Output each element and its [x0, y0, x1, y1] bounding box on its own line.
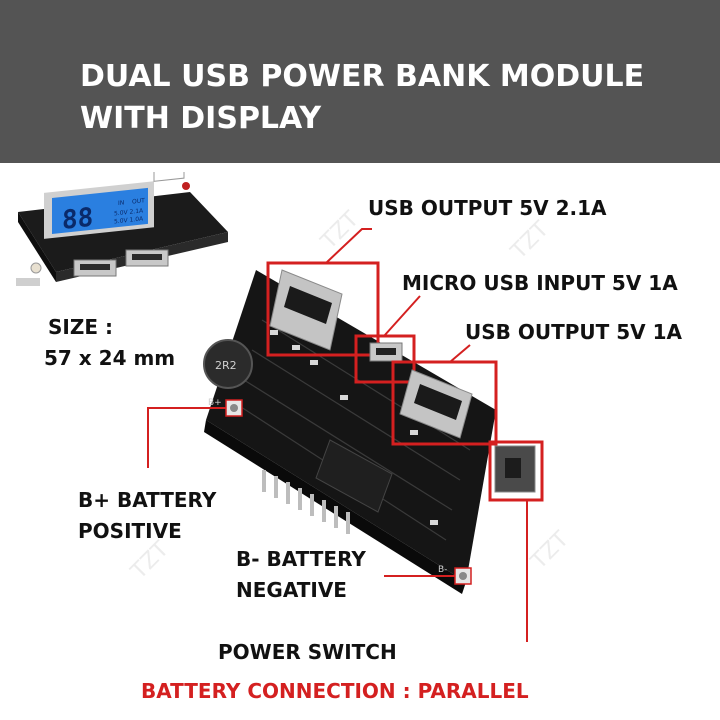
lcd-volt-1: 5.0V 2.1A: [114, 207, 144, 217]
usb-1a-highlight: [391, 360, 498, 446]
label-b-plus-line1: B+ BATTERY: [78, 488, 217, 512]
label-b-minus-line2: NEGATIVE: [236, 578, 347, 602]
b-plus-marking: B+: [208, 398, 222, 408]
lcd-out: OUT: [132, 197, 145, 205]
lcd-digits: 88: [62, 203, 93, 236]
label-b-minus-line1: B- BATTERY: [236, 547, 366, 571]
lcd-volt-2: 5.0V 1.0A: [114, 215, 144, 225]
usb-port-2-1a: [269, 269, 343, 351]
power-bank-board-image: 2R2 B+ B-: [126, 207, 574, 642]
size-label: SIZE :: [48, 315, 113, 339]
svg-text:TZT: TZT: [316, 207, 364, 255]
title-line-1: DUAL USB POWER BANK MODULE: [80, 59, 645, 94]
power-switch-part: [494, 445, 536, 493]
usb-2-1a-highlight: [266, 261, 380, 357]
usb-port-1a: [399, 369, 473, 439]
label-usb-output-1a: USB OUTPUT 5V 1A: [465, 320, 682, 344]
lcd-in: IN: [118, 199, 124, 207]
micro-usb-port: [369, 342, 403, 362]
inductor-marking: 2R2: [215, 359, 237, 372]
label-micro-usb-input: MICRO USB INPUT 5V 1A: [402, 271, 678, 295]
label-power-switch: POWER SWITCH: [218, 640, 397, 664]
header-banner: DUAL USB POWER BANK MODULE WITH DISPLAY: [0, 0, 720, 163]
battery-connection-note: BATTERY CONNECTION : PARALLEL: [141, 679, 529, 703]
svg-text:TZT: TZT: [506, 217, 554, 265]
pcb-board: [206, 270, 496, 582]
callout-lines: [147, 228, 528, 642]
inductor: [203, 339, 253, 389]
power-switch-highlight: [488, 440, 544, 502]
label-usb-output-2-1a: USB OUTPUT 5V 2.1A: [368, 196, 607, 220]
size-value: 57 x 24 mm: [44, 346, 176, 370]
lcd-screen: [52, 187, 148, 235]
svg-text:TZT: TZT: [526, 527, 574, 575]
title-line-2: WITH DISPLAY: [80, 101, 322, 136]
b-minus-marking: B-: [438, 565, 447, 575]
page-title: DUAL USB POWER BANK MODULE WITH DISPLAY: [80, 56, 644, 140]
label-b-plus-line2: POSITIVE: [78, 519, 182, 543]
module-thumbnail-image: 88 OUT IN 5.0V 2.1A 5.0V 1.0A: [16, 172, 228, 286]
